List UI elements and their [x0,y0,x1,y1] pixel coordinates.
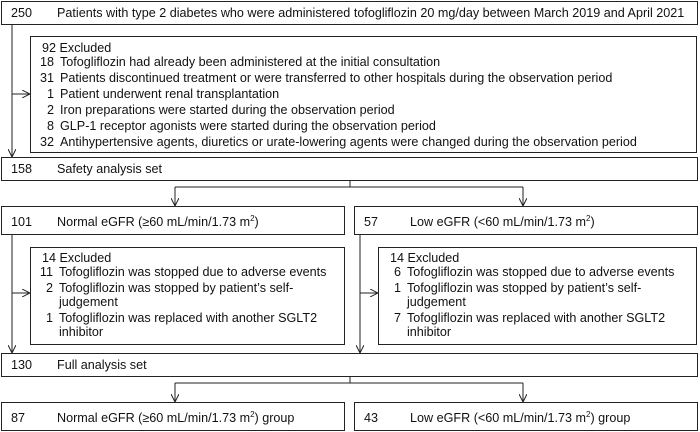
excluded-item: 1 Tofogliflozin was stopped by patient’s… [393,281,642,309]
enrolled-count: 250 [11,6,33,20]
excluded-box-low: 14 Excluded 6 Tofogliflozin was stopped … [378,247,697,345]
excluded-low-header: 14 Excluded [390,251,460,265]
excluded-item: 8 GLP-1 receptor agonists were started d… [46,119,436,133]
safety-count: 158 [11,162,33,176]
enrolled-box: 250 Patients with type 2 diabetes who we… [1,1,698,25]
low-group-box: 43 Low eGFR (<60 mL/min/1.73 m2) group [354,402,698,431]
safety-analysis-box: 158 Safety analysis set [1,157,698,181]
normal-group-label: Normal eGFR (≥60 mL/min/1.73 m2) group [57,409,295,425]
normal-label: Normal eGFR (≥60 mL/min/1.73 m2) [57,213,259,229]
excluded-item: 32 Antihypertensive agents, diuretics or… [39,135,637,149]
excluded-box-normal: 14 Excluded 11 Tofogliflozin was stopped… [30,247,345,345]
normal-egfr-box: 101 Normal eGFR (≥60 mL/min/1.73 m2) [1,206,345,235]
excluded-item: 2 Iron preparations were started during … [46,103,395,117]
excluded-item: 7 Tofogliflozin was replaced with anothe… [393,311,666,339]
full-text: Full analysis set [57,358,147,372]
excluded-item: 2 Tofogliflozin was stopped by patient’s… [45,281,294,309]
excluded-header: 92 Excluded [42,41,112,55]
excluded-box-initial: 92 Excluded 18 Tofogliflozin had already… [30,36,697,153]
normal-group-count: 87 [11,411,26,425]
normal-count: 101 [11,215,33,229]
excluded-item: 18 Tofogliflozin had already been admini… [39,55,441,69]
excluded-normal-header: 14 Excluded [42,251,112,265]
excluded-item: 31 Patients discontinued treatment or we… [39,71,613,85]
low-label: Low eGFR (<60 mL/min/1.73 m2) [410,213,595,229]
normal-group-box: 87 Normal eGFR (≥60 mL/min/1.73 m2) grou… [1,402,345,431]
enrolled-text: Patients with type 2 diabetes who were a… [57,6,685,20]
low-count: 57 [364,215,379,229]
excluded-item: 6 Tofogliflozin was stopped due to adver… [393,265,675,279]
excluded-item: 1 Tofogliflozin was replaced with anothe… [45,311,318,339]
low-group-count: 43 [364,411,379,425]
low-egfr-box: 57 Low eGFR (<60 mL/min/1.73 m2) [354,206,698,235]
full-analysis-box: 130 Full analysis set [1,353,698,377]
safety-text: Safety analysis set [57,162,162,176]
excluded-item: 11 Tofogliflozin was stopped due to adve… [39,265,327,279]
excluded-item: 1 Patient underwent renal transplantatio… [46,87,280,101]
full-count: 130 [11,358,33,372]
low-group-label: Low eGFR (<60 mL/min/1.73 m2) group [410,409,631,425]
